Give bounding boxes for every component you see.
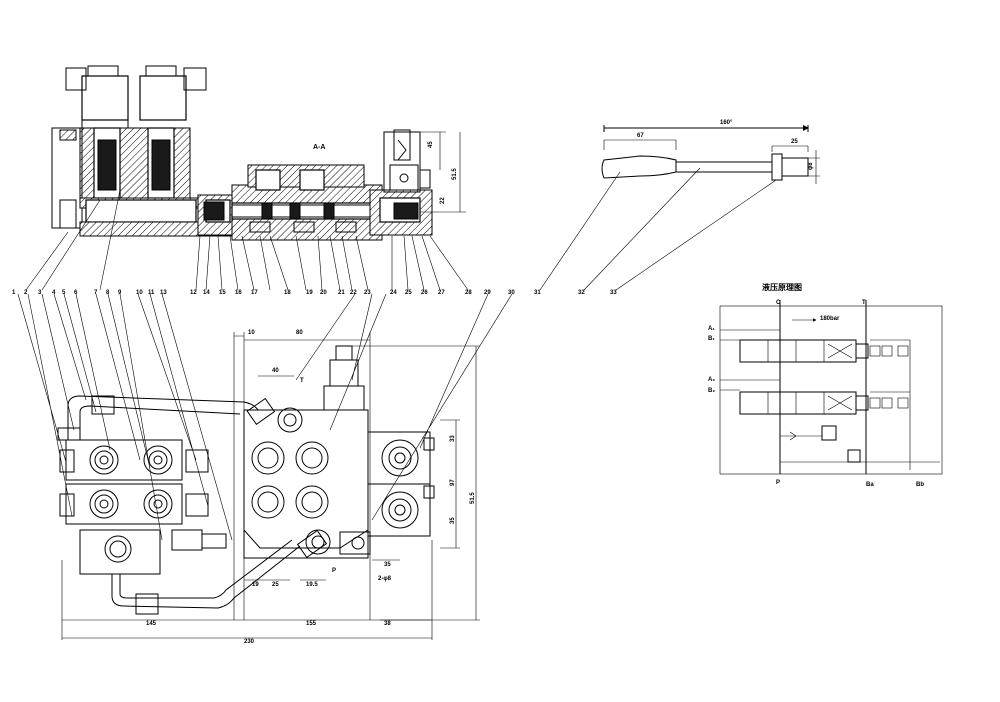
leader-lines-front: [17, 293, 513, 541]
front-view: T P: [57, 345, 435, 615]
tip-length-dim: 25: [791, 139, 798, 145]
sch-port-P: P: [776, 480, 780, 486]
sch-port-C: C: [776, 300, 781, 306]
dim-19: 19: [252, 582, 259, 588]
part-number-14: 14: [203, 290, 210, 296]
section-view-a-a: A-A 45 51.5 22: [51, 65, 466, 241]
port-circles-left: [89, 445, 173, 519]
side-dim-515: 51.5: [452, 168, 458, 180]
part-number-2: 2: [24, 290, 28, 296]
part-number-5: 5: [62, 290, 66, 296]
part-number-29: 29: [484, 290, 491, 296]
sch-A1: A₁: [708, 326, 715, 332]
part-number-9: 9: [118, 290, 122, 296]
sch-A2: A₂: [708, 377, 715, 383]
dim-40: 40: [272, 368, 279, 374]
dim-515: 51.5: [470, 492, 476, 504]
schematic-title: 液压原理图: [762, 282, 802, 292]
dim-10: 10: [248, 330, 255, 336]
sch-pressure: 180bar: [820, 316, 840, 322]
part-number-3: 3: [38, 290, 42, 296]
port-label-T: T: [300, 378, 304, 384]
part-numbers-top-row: 12 14 15 16 17 18 19 20 21 22 23 24 25 2…: [190, 290, 617, 296]
part-number-12: 12: [190, 290, 197, 296]
part-number-27: 27: [438, 290, 445, 296]
dim-total: 230: [244, 639, 255, 645]
part-number-7: 7: [94, 290, 98, 296]
sch-Ba: Ba: [866, 482, 874, 488]
leader-lines-top: [25, 189, 469, 291]
part-number-28: 28: [465, 290, 472, 296]
dim-155: 155: [306, 621, 317, 627]
part-number-11: 11: [148, 290, 155, 296]
solenoid-coil-2: [139, 65, 207, 121]
front-view-dimensions: 10 80 40 145 155 38 230 33 97 35 51.5 19…: [61, 330, 480, 645]
solenoid-coil-1: [65, 65, 129, 128]
part-number-19: 19: [306, 290, 313, 296]
lever-handle-view: 160° 67 25 φ8: [539, 120, 820, 291]
dim-145: 145: [146, 621, 157, 627]
dim-25: 25: [272, 582, 279, 588]
part-number-24: 24: [390, 290, 397, 296]
part-number-15: 15: [219, 290, 226, 296]
side-dim-22: 22: [440, 197, 446, 204]
part-number-17: 17: [251, 290, 258, 296]
port-circles-right: [381, 439, 419, 529]
part-number-1: 1: [12, 290, 16, 296]
part-number-32: 32: [578, 290, 585, 296]
dim-80: 80: [296, 330, 303, 336]
port-circles-center: [251, 407, 331, 555]
tip-diameter-dim: φ8: [808, 162, 814, 170]
dim-33: 33: [450, 435, 456, 442]
part-number-13: 13: [160, 290, 167, 296]
lever-length-dim: 160°: [720, 120, 733, 126]
part-number-18: 18: [284, 290, 291, 296]
part-number-21: 21: [338, 290, 345, 296]
part-number-26: 26: [421, 290, 428, 296]
part-number-33: 33: [610, 290, 617, 296]
part-number-25: 25: [405, 290, 412, 296]
dim-35b: 35: [384, 562, 391, 568]
sch-B1: B₁: [708, 336, 715, 342]
part-number-23: 23: [364, 290, 371, 296]
hydraulic-schematic: 液压原理图 C T P 180bar A₁ B₁ A₂ B₂ Ba Bb: [708, 282, 943, 488]
port-spec: 2-φ8: [378, 576, 392, 582]
dim-97: 97: [450, 479, 456, 486]
sch-B2: B₂: [708, 388, 715, 394]
part-number-30: 30: [508, 290, 515, 296]
sch-Bb: Bb: [916, 482, 924, 488]
part-number-6: 6: [74, 290, 78, 296]
dim-35: 35: [450, 517, 456, 524]
part-number-10: 10: [136, 290, 143, 296]
part-number-4: 4: [52, 290, 56, 296]
port-label-P: P: [332, 568, 336, 574]
dim-195: 19.5: [306, 582, 318, 588]
sch-port-T: T: [862, 300, 866, 306]
part-number-31: 31: [534, 290, 541, 296]
part-number-16: 16: [235, 290, 242, 296]
part-number-20: 20: [320, 290, 327, 296]
side-dim-45: 45: [428, 141, 434, 148]
part-number-8: 8: [106, 290, 110, 296]
part-number-22: 22: [350, 290, 357, 296]
dim-38: 38: [384, 621, 391, 627]
grip-length-dim: 67: [637, 133, 644, 139]
part-numbers-left-row: 1 2 3 4 5 6 7 8 9 10 11 13 29 30: [12, 290, 515, 296]
section-label: A-A: [313, 144, 325, 151]
